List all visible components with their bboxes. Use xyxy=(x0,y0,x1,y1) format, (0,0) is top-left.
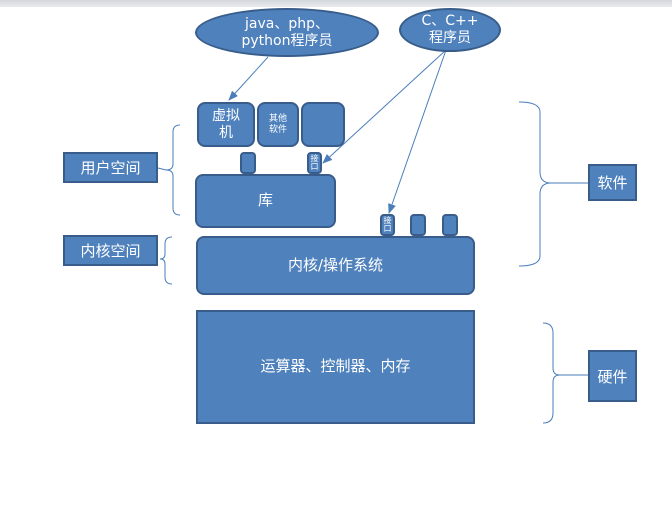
library-box: 库 xyxy=(195,174,336,228)
other-software-text: 其他 软件 xyxy=(268,114,287,135)
kernel-os-box: 内核/操作系统 xyxy=(196,236,475,295)
kernel-interface-port: 接 口 xyxy=(380,214,395,236)
oval-java-php-python-programmers: java、php、 python程序员 xyxy=(195,8,379,57)
software-label: 软件 xyxy=(588,164,637,201)
kernel-port-2 xyxy=(410,214,426,236)
connector-user-space xyxy=(157,167,167,171)
oval-java-php-python-text: java、php、 python程序员 xyxy=(241,15,333,49)
virtual-machine-text: 虚拟 机 xyxy=(212,108,240,141)
window-top-bar xyxy=(0,0,672,7)
hardware-side-text: 硬件 xyxy=(597,367,628,386)
user-space-label: 用户空间 xyxy=(63,152,158,183)
oval-c-cpp-text: C、C++ 程序员 xyxy=(421,13,479,46)
virtual-machine-box: 虚拟 机 xyxy=(197,102,255,147)
kernel-space-text: 内核空间 xyxy=(80,242,141,260)
arrow-c-to-kernel-interface xyxy=(388,49,447,214)
hardware-box: 运算器、控制器、内存 xyxy=(196,310,475,424)
library-interface-port: 接 口 xyxy=(307,152,322,174)
kernel-port-3 xyxy=(442,214,458,236)
kernel-os-text: 内核/操作系统 xyxy=(287,255,384,274)
user-space-text: 用户空间 xyxy=(80,159,141,177)
kernel-interface-text: 接 口 xyxy=(383,215,392,233)
oval-c-cpp-programmers: C、C++ 程序员 xyxy=(399,8,501,52)
bracket-software xyxy=(518,101,552,267)
library-port xyxy=(240,152,256,174)
other-software-box: 其他 软件 xyxy=(257,102,299,147)
library-interface-text: 接 口 xyxy=(310,153,319,171)
empty-software-box xyxy=(301,102,345,147)
arrow-java-to-vm xyxy=(228,56,269,101)
library-text: 库 xyxy=(257,191,273,210)
bracket-kernel-space xyxy=(159,236,173,285)
hardware-label: 硬件 xyxy=(588,350,637,402)
arrow-c-to-library-interface xyxy=(322,49,447,164)
bracket-hardware xyxy=(542,322,561,424)
software-text: 软件 xyxy=(597,174,628,192)
kernel-space-label: 内核空间 xyxy=(63,235,158,266)
bracket-user-space xyxy=(165,124,181,216)
hardware-text: 运算器、控制器、内存 xyxy=(260,357,411,376)
